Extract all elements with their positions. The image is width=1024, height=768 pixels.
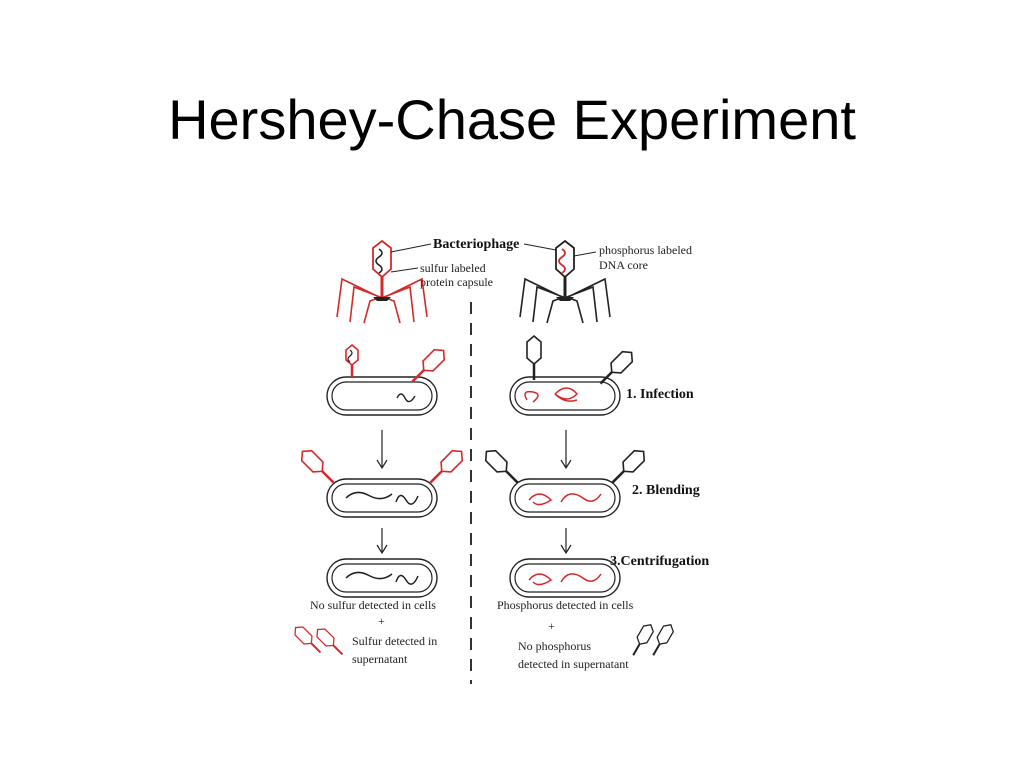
phosphorus-label-line2: DNA core [599,258,648,272]
bacteriophage-label: Bacteriophage [433,237,519,252]
left-infection-phage-1 [345,343,359,377]
left-arrow-1 [376,430,388,470]
right-infection-phage-1 [525,334,543,382]
right-result-line3: detected in supernatant [518,657,629,671]
slide-title: Hershey-Chase Experiment [168,88,856,151]
bacteriophage-right-icon [519,239,611,324]
left-result-plus: + [378,614,385,628]
step-label-centrifugation: 3.Centrifugation [610,554,709,569]
bacteriophage-left-icon [336,239,428,324]
right-supernatant-phage-2 [647,620,677,660]
sulfur-label-line1: sulfur labeled [420,261,486,275]
sulfur-label-line2: protein capsule [420,275,493,289]
left-infection-cell [326,376,438,416]
left-blending-phage-2 [424,445,468,489]
right-blending-phage-2 [606,445,650,489]
step-label-infection: 1. Infection [626,387,694,402]
left-blending-cell [326,478,438,518]
left-result-line1: No sulfur detected in cells [310,598,436,612]
right-supernatant-phage-1 [627,620,657,660]
left-result-line2: Sulfur detected in [352,634,437,648]
right-centrifugation-cell [509,558,621,598]
left-supernatant-phage-2 [312,624,348,660]
left-arrow-2 [376,528,388,555]
hershey-chase-diagram: Bacteriophage sulfur labeled protein cap… [290,237,709,684]
right-arrow-1 [560,430,572,470]
right-blending-cell [509,478,621,518]
step-label-blending: 2. Blending [632,483,700,498]
right-result-line1: Phosphorus detected in cells [497,598,634,612]
right-result-line2: No phosphorus [518,639,591,653]
phosphorus-label-line1: phosphorus labeled [599,243,692,257]
left-result-line3: supernatant [352,652,408,666]
right-blending-phage-1 [480,445,524,489]
right-result-plus: + [548,619,555,633]
right-infection-cell [509,376,621,416]
right-infection-phage-2 [594,346,638,390]
left-blending-phage-1 [296,445,340,489]
right-arrow-2 [560,528,572,555]
left-centrifugation-cell [326,558,438,598]
